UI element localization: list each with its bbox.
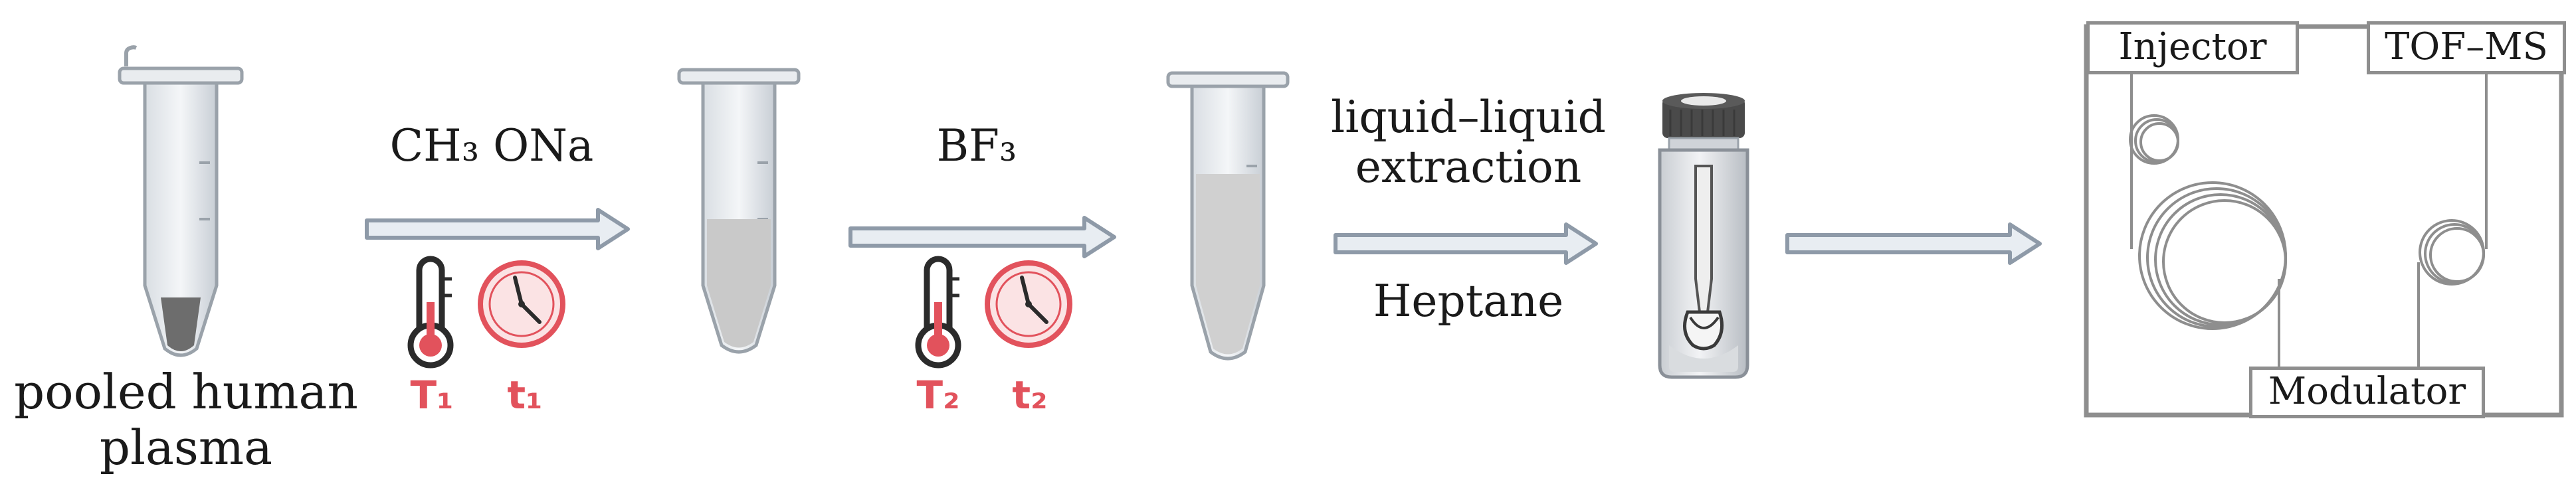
- time-1-label: t₁: [507, 373, 543, 418]
- gc-vial: [1658, 93, 1749, 379]
- secondary-column-coil: [2419, 219, 2485, 286]
- thermometer-icon-1: [407, 256, 454, 369]
- eppendorf-tube-2: [677, 68, 801, 354]
- sample-label-line-2: plasma: [99, 420, 273, 475]
- modulator-label: Modulator: [2249, 367, 2485, 418]
- clock-icon-1: [478, 260, 565, 348]
- arrow-1: [365, 208, 630, 250]
- time-2-label: t₂: [1012, 373, 1048, 418]
- temperature-2-label: T₂: [916, 373, 960, 418]
- clock-icon-2: [985, 260, 1072, 348]
- eppendorf-tube-1: [118, 45, 244, 357]
- eppendorf-tube-3: [1166, 71, 1290, 361]
- gcxgc-tofms-instrument: [2084, 24, 2564, 418]
- arrow-4: [1785, 222, 2042, 265]
- primary-column-coil: [2138, 181, 2287, 330]
- reagent-1-label: CH₃ ONa: [389, 120, 594, 171]
- reagent-2-label: BF₃: [936, 120, 1017, 171]
- solvent-label: Heptane: [1373, 276, 1564, 327]
- arrow-2: [848, 216, 1116, 258]
- injector-label: Injector: [2086, 21, 2299, 74]
- thermometer-icon-2: [915, 256, 961, 369]
- sample-label-line-1: pooled human: [14, 364, 358, 420]
- temperature-1-label: T₁: [410, 373, 454, 418]
- extraction-label-line-2: extraction: [1355, 141, 1582, 193]
- tof-ms-label: TOF–MS: [2367, 21, 2566, 74]
- arrow-3: [1334, 222, 1598, 265]
- extraction-label-line-1: liquid–liquid: [1331, 92, 1606, 143]
